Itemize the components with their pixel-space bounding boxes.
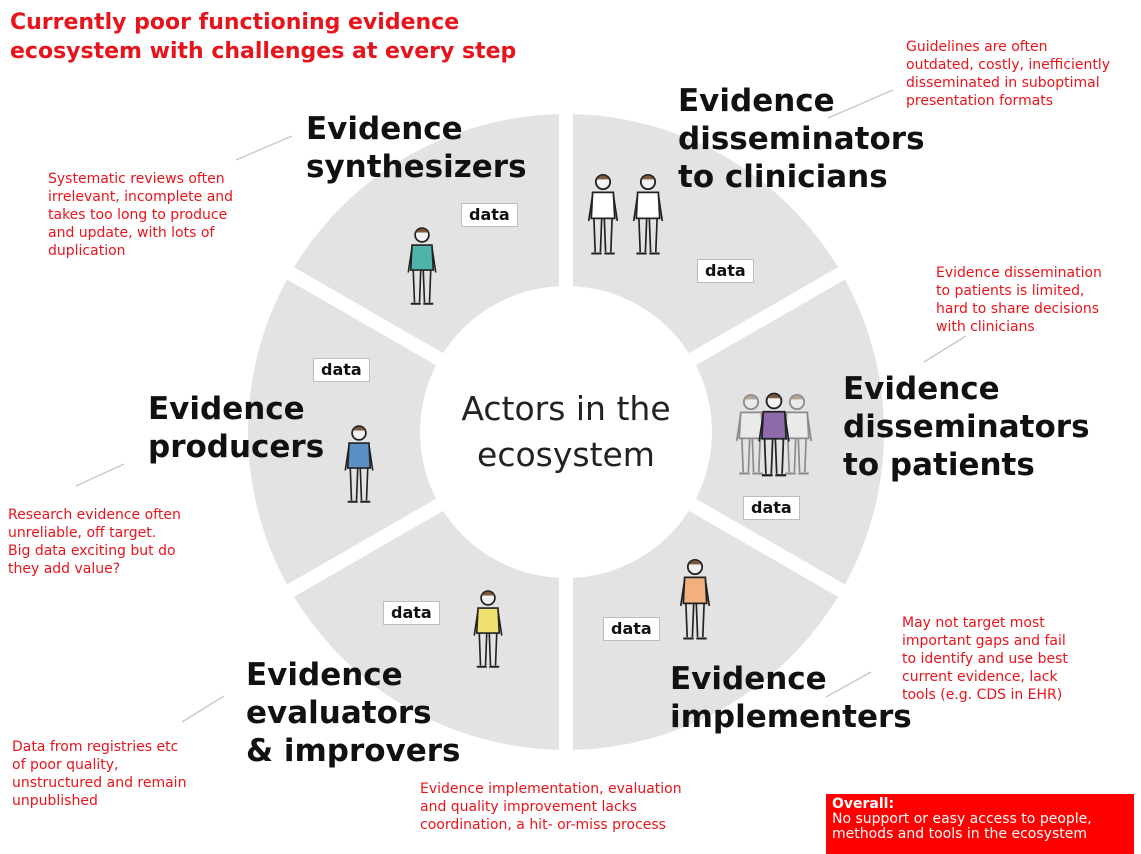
note-line: to patients is limited, <box>936 283 1085 299</box>
note-line: Systematic reviews often <box>48 171 225 187</box>
actor-label-line: implementers <box>670 699 912 735</box>
note-line: duplication <box>48 243 126 259</box>
note-implementers: May not target most important gaps and f… <box>902 614 1068 704</box>
note-line: with clinicians <box>936 319 1035 335</box>
leader-lines <box>75 89 967 723</box>
note-synthesizers: Systematic reviews often irrelevant, inc… <box>48 170 233 260</box>
note-line: coordination, a hit- or-miss process <box>420 817 666 833</box>
note-line: Evidence dissemination <box>936 265 1102 281</box>
data-tag: data <box>697 259 754 283</box>
center-label: Actors in the ecosystem <box>436 386 696 478</box>
actor-label-line: Evidence <box>306 111 463 147</box>
actor-disseminators-patients: Evidence disseminators to patients <box>843 370 1090 484</box>
center-label-line: ecosystem <box>477 435 655 474</box>
note-line: current evidence, lack <box>902 669 1058 685</box>
diagram-heading: Currently poor functioning evidence ecos… <box>10 8 516 66</box>
note-line: they add value? <box>8 561 121 577</box>
note-line: Research evidence often <box>8 507 181 523</box>
actor-label-line: Evidence <box>843 371 1000 407</box>
data-tag: data <box>313 358 370 382</box>
heading-line: ecosystem with challenges at every step <box>10 39 517 64</box>
note-line: hard to share decisions <box>936 301 1100 317</box>
actor-label-line: Evidence <box>246 657 403 693</box>
note-line: irrelevant, incomplete and <box>48 189 234 205</box>
data-tag: data <box>383 601 440 625</box>
note-line: unstructured and remain <box>12 775 187 791</box>
actor-label-line: to patients <box>843 447 1035 483</box>
actor-label-line: & improvers <box>246 733 461 769</box>
actor-label-line: synthesizers <box>306 149 527 185</box>
note-line: tools (e.g. CDS in EHR) <box>902 687 1063 703</box>
note-line: important gaps and fail <box>902 633 1066 649</box>
actor-implementers: Evidence implementers <box>670 660 912 736</box>
note-line: May not target most <box>902 615 1045 631</box>
overall-box: Overall: No support or easy access to pe… <box>826 794 1134 854</box>
overall-title: Overall: <box>832 796 895 812</box>
note-line: unpublished <box>12 793 98 809</box>
actor-label-line: Evidence <box>678 83 835 119</box>
note-line: Data from registries etc <box>12 739 179 755</box>
heading-line: Currently poor functioning evidence <box>10 10 460 35</box>
note-clinicians: Guidelines are often outdated, costly, i… <box>906 38 1110 110</box>
overall-line: methods and tools in the ecosystem <box>832 826 1087 842</box>
actor-label-line: Evidence <box>148 391 305 427</box>
data-tag: data <box>461 203 518 227</box>
note-line: Guidelines are often <box>906 39 1048 55</box>
center-circle <box>420 286 712 578</box>
actor-label-line: Evidence <box>670 661 827 697</box>
note-line: disseminated in suboptimal <box>906 75 1100 91</box>
note-line: and update, with lots of <box>48 225 215 241</box>
actor-evaluators-improvers: Evidence evaluators & improvers <box>246 656 461 770</box>
note-line: presentation formats <box>906 93 1054 109</box>
actor-label-line: disseminators <box>843 409 1090 445</box>
actor-disseminators-clinicians: Evidence disseminators to clinicians <box>678 82 925 196</box>
segment-dividers <box>279 105 853 759</box>
actor-synthesizers: Evidence synthesizers <box>306 110 527 186</box>
note-line: Big data exciting but do <box>8 543 176 559</box>
actor-label-line: disseminators <box>678 121 925 157</box>
actor-label-line: producers <box>148 429 325 465</box>
note-line: Evidence implementation, evaluation <box>420 781 682 797</box>
actor-producers: Evidence producers <box>148 390 324 466</box>
note-line: outdated, costly, inefficiently <box>906 57 1111 73</box>
note-producers: Research evidence often unreliable, off … <box>8 506 181 578</box>
actor-label-line: evaluators <box>246 695 432 731</box>
note-line: takes too long to produce <box>48 207 228 223</box>
data-tag: data <box>743 496 800 520</box>
note-line: and quality improvement lacks <box>420 799 638 815</box>
actor-label-line: to clinicians <box>678 159 888 195</box>
center-label-line: Actors in the <box>461 389 671 428</box>
note-line: unreliable, off target. <box>8 525 157 541</box>
note-line: of poor quality, <box>12 757 119 773</box>
data-tag: data <box>603 617 660 641</box>
note-bottom: Evidence implementation, evaluation and … <box>420 780 682 834</box>
note-evaluators: Data from registries etc of poor quality… <box>12 738 186 810</box>
note-patients: Evidence dissemination to patients is li… <box>936 264 1102 336</box>
overall-line: No support or easy access to people, <box>832 811 1092 827</box>
note-line: to identify and use best <box>902 651 1068 667</box>
